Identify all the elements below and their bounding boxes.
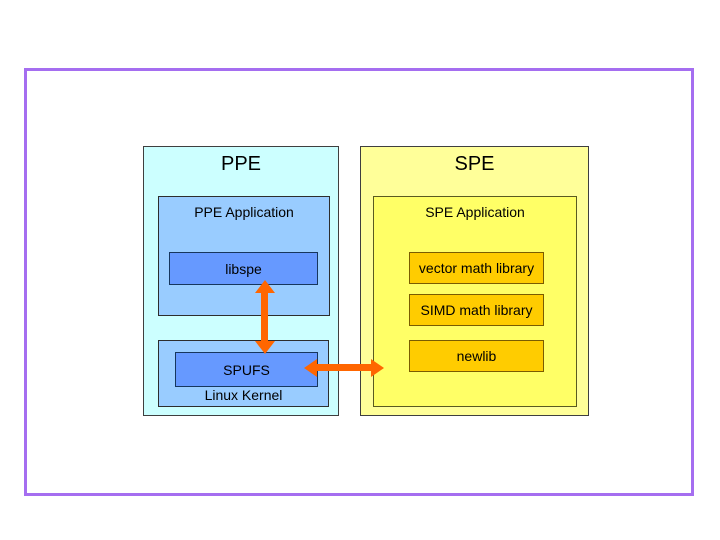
ppe-application-box: PPE Application libspe <box>158 196 330 316</box>
spufs-box: SPUFS <box>175 352 318 387</box>
arrow-vertical-shaft <box>261 292 268 342</box>
spufs-label: SPUFS <box>223 361 270 378</box>
simd-math-library-box: SIMD math library <box>409 294 544 326</box>
ppe-panel: PPE PPE Application libspe SPUFS Linux K… <box>143 146 339 416</box>
spe-application-title: SPE Application <box>425 204 525 220</box>
vector-math-library-label: vector math library <box>418 260 535 276</box>
linux-kernel-box: SPUFS Linux Kernel <box>158 340 329 407</box>
newlib-label: newlib <box>456 348 497 364</box>
ppe-title: PPE <box>220 153 262 175</box>
libspe-label: libspe <box>225 260 262 277</box>
simd-math-library-label: SIMD math library <box>420 302 533 318</box>
arrow-down-head-icon <box>255 341 275 354</box>
arrow-left-head-icon <box>304 359 317 377</box>
arrow-horizontal-shaft <box>316 364 372 371</box>
linux-kernel-label: Linux Kernel <box>204 387 283 403</box>
arrow-right-head-icon <box>371 359 384 377</box>
arrow-up-head-icon <box>255 280 275 293</box>
newlib-box: newlib <box>409 340 544 372</box>
spe-panel: SPE SPE Application vector math library … <box>360 146 589 416</box>
spe-title: SPE <box>454 153 495 175</box>
slide-frame <box>24 68 694 496</box>
vector-math-library-box: vector math library <box>409 252 544 284</box>
libspe-box: libspe <box>169 252 318 285</box>
ppe-application-title: PPE Application <box>194 204 294 220</box>
spe-application-box: SPE Application vector math library SIMD… <box>373 196 577 407</box>
